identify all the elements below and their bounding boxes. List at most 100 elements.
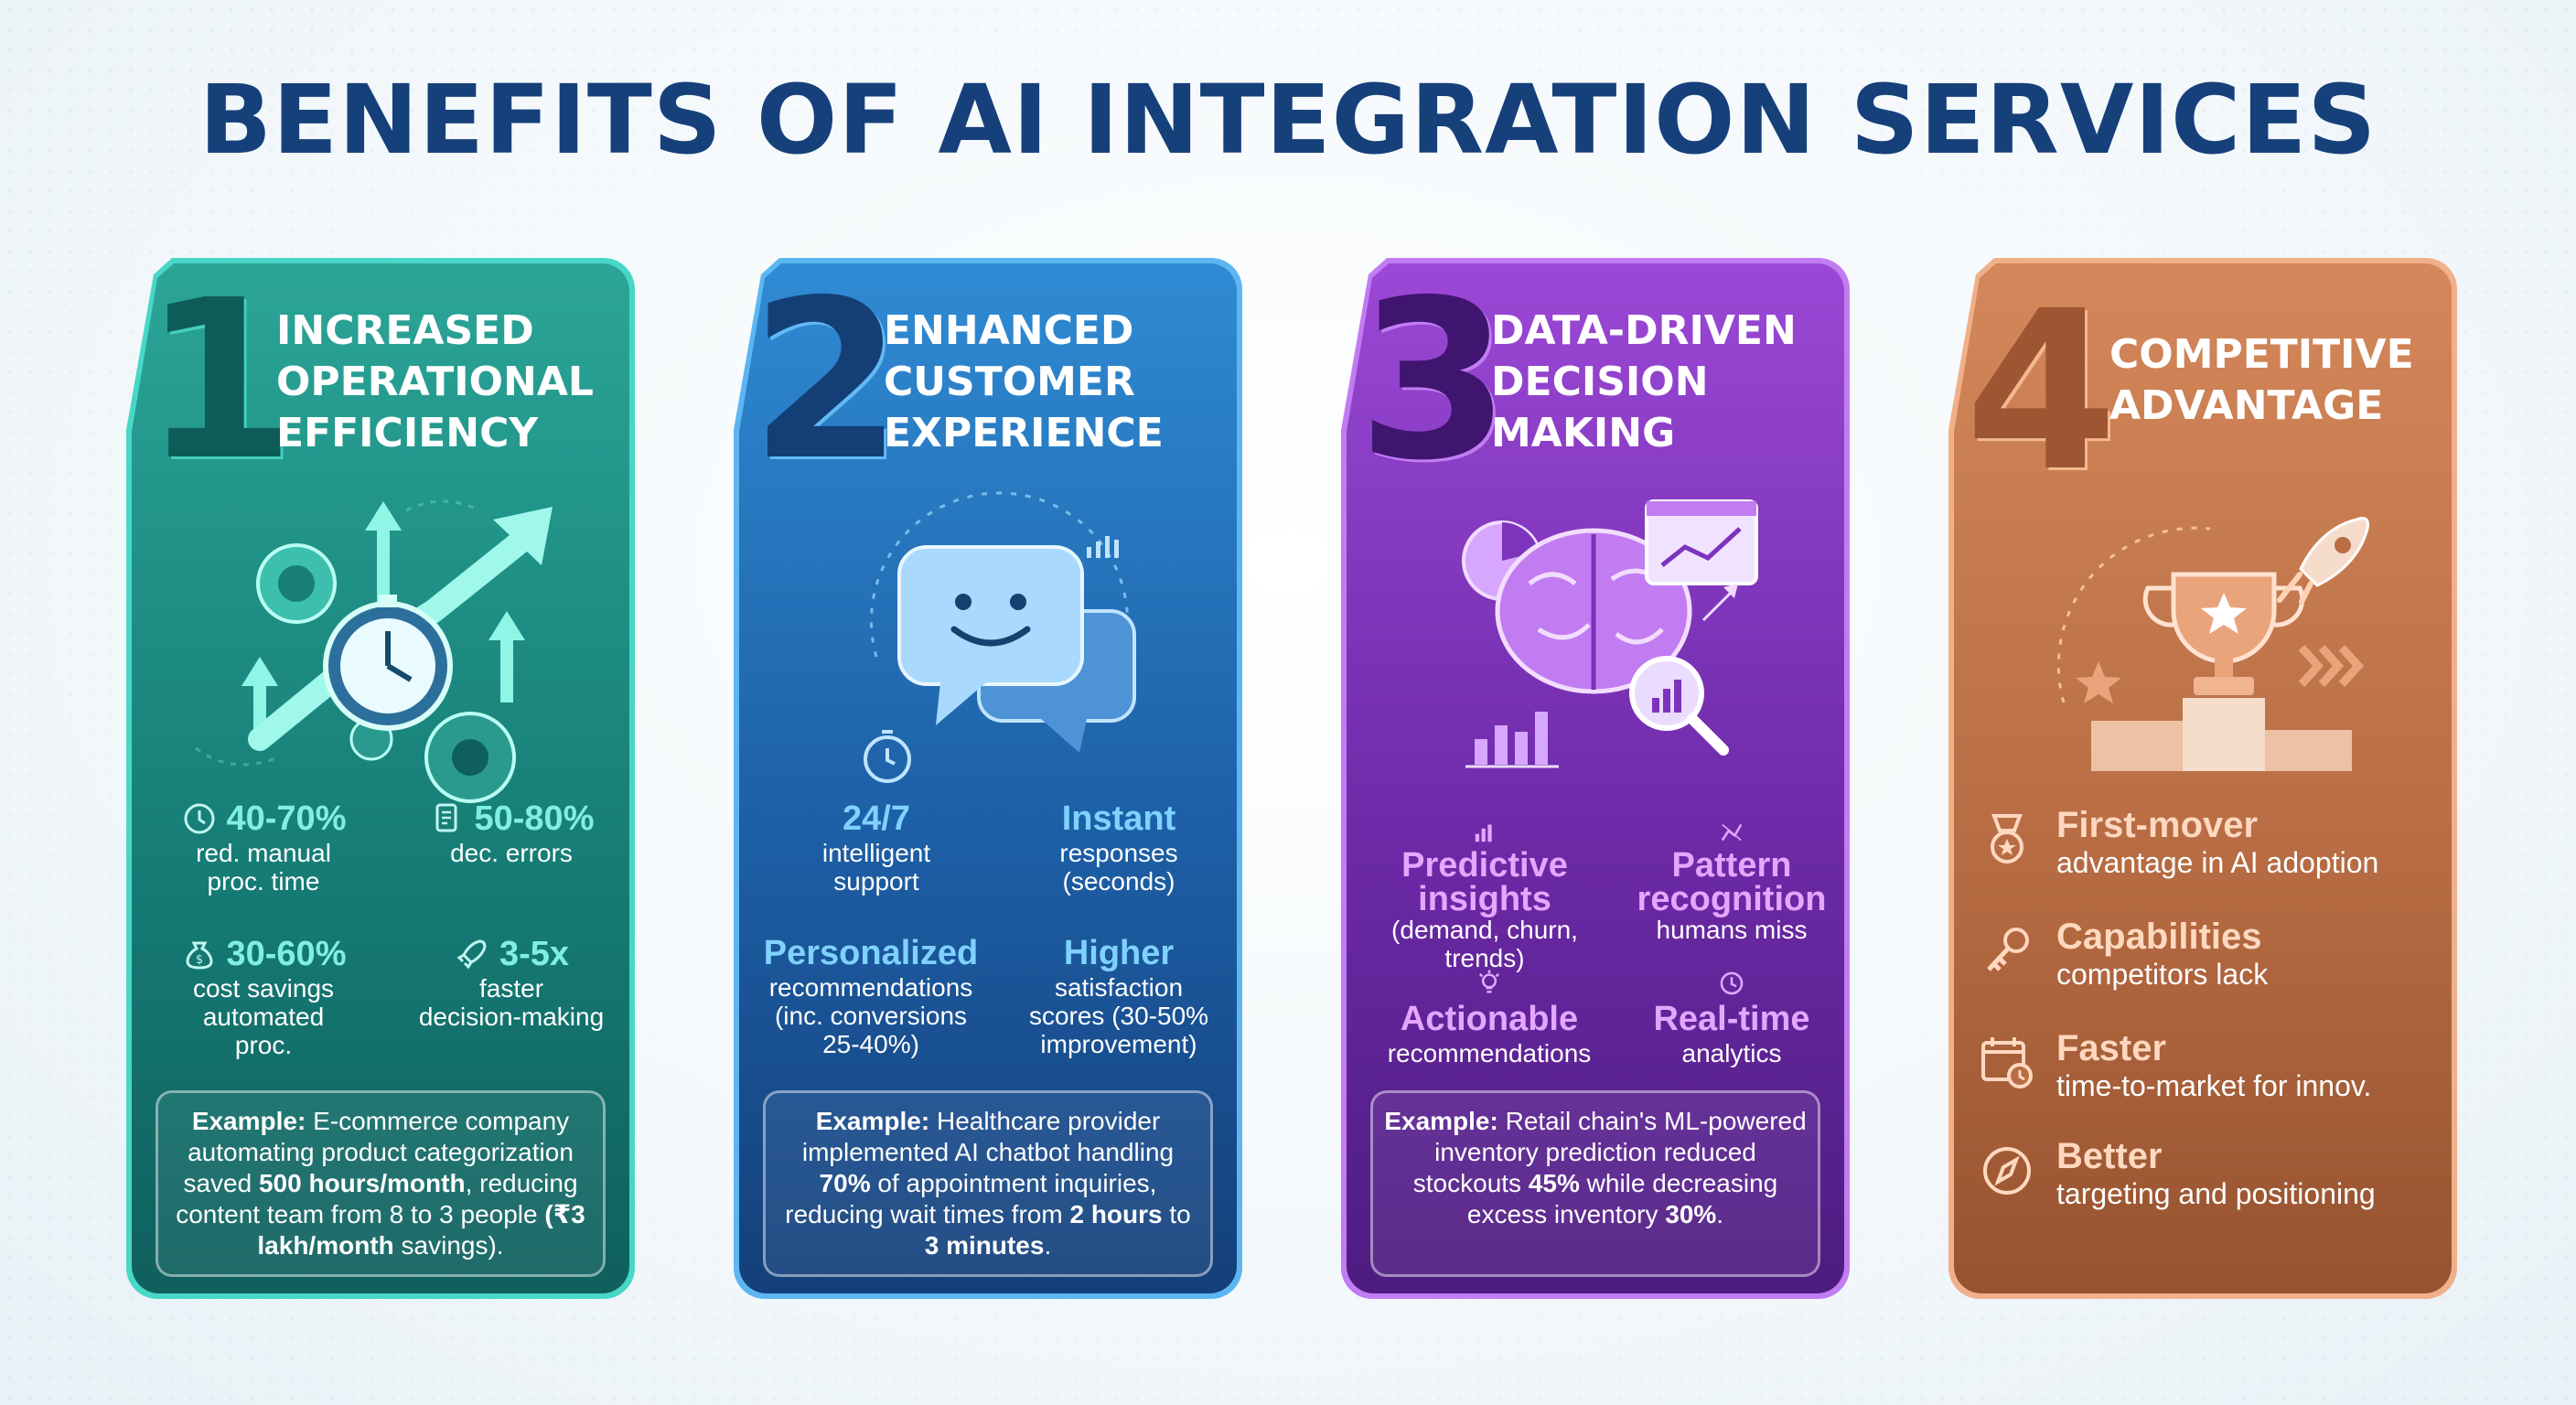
advantage-item-first-mover: First-mover advantage in AI adoption [1978,805,2442,880]
metric-value: Pattern [1671,846,1792,885]
bar-chart-icon [1465,712,1559,768]
metric-caption: proc. [234,1031,293,1059]
metric-predictive-insights: Predictive insights (demand, churn, tren… [1352,817,1617,972]
metric-caption: 25-40%) [822,1030,919,1058]
metric-caption: (seconds) [1062,867,1175,896]
metric-value: 50-80% [474,799,595,838]
advantage-heading: First-mover [2056,805,2259,845]
example-highlight: (₹3 lakh/month [257,1200,585,1260]
example-highlight: 500 hours/month [258,1169,466,1197]
example-highlight: 45% [1528,1169,1580,1197]
trophy-rocket-illustration [2056,516,2369,771]
metric-caption: red. manual [196,839,331,867]
chevrons-icon [2298,644,2365,688]
advantage-heading: Capabilities [2056,917,2262,957]
card-title-line: INCREASED [276,307,534,354]
example-label: Example: [191,1107,306,1135]
card-title-line: ENHANCED [884,307,1134,354]
podium-icon [2091,698,2352,771]
metric-pattern-recognition: Pattern recognition humans miss [1617,817,1844,944]
metric-value: Predictive [1401,846,1568,885]
advantage-item-faster: Faster time-to-market for innov. [1978,1028,2442,1103]
calendar-clock-icon [1981,1037,2033,1089]
advantage-heading: Faster [2056,1028,2167,1068]
example-text: . [1716,1200,1724,1228]
trophy-icon [2142,572,2305,695]
metric-value: Personalized [763,934,979,972]
card-inner: 1 INCREASED OPERATIONAL EFFICIENCY [132,263,629,1293]
advantage-caption: time-to-market for innov. [2056,1069,2372,1102]
stopwatch-icon [864,730,911,783]
metric-caption: cost savings [192,974,335,1003]
metric-caption: humans miss [1656,916,1808,944]
star-icon [2076,661,2121,703]
example-highlight: 30% [1665,1200,1717,1228]
gear-icon [256,543,337,624]
metric-value: 3-5x [499,935,570,973]
card-competitive-advantage: 4 COMPETITIVE ADVANTAGE [1948,258,2457,1299]
card-number: 2 [750,258,903,509]
metric-value: Real-time [1653,1000,1810,1038]
example-text: Healthcare provider implemented AI chatb… [801,1107,1175,1166]
upward-arrow-icon [242,501,525,748]
metric-value: 40-70% [226,799,347,838]
money-bag-icon: $ [185,941,213,970]
card-number: 1 [143,258,295,509]
magnifier-icon [1629,656,1729,756]
advantage-text: First-mover advantage in AI adoption [2056,805,2378,880]
example-text: , reducing content team from 8 to 3 peop… [176,1169,578,1228]
metric-caption: support [833,867,919,896]
card-title-line: DATA-DRIVEN [1491,307,1797,354]
metric-higher-satisfaction: Higher satisfaction scores (30-50% impro… [1004,933,1233,1058]
metric-caption: scores (30-50% [1028,1002,1209,1030]
metric-caption: recommendations [1387,1039,1592,1067]
card-title-line: CUSTOMER [884,359,1135,405]
example-label: Example: [1384,1107,1498,1135]
page-title: BENEFITS OF AI INTEGRATION SERVICES [199,64,2377,176]
metric-faster-decisions: 3-5x faster decision-making [388,934,629,1031]
metric-real-time-analytics: Real-time analytics [1626,968,1837,1067]
chat-bubbles-illustration [864,491,1136,783]
card-title: DATA-DRIVEN DECISION MAKING [1491,306,1835,459]
metric-caption: (demand, churn, trends) [1391,916,1578,972]
metric-errors: 50-80% dec. errors [397,799,626,867]
metric-caption: analytics [1681,1039,1782,1067]
example-highlight: 70% [819,1169,871,1197]
metric-cost-savings: $30-60% cost savings automated proc. [145,934,382,1059]
card-inner: 3 DATA-DRIVEN DECISION MAKING [1347,263,1844,1293]
document-check-icon [435,803,456,832]
lightbulb-icon [1478,970,1500,993]
metric-caption: intelligent [821,839,931,867]
card-title-line: OPERATIONAL [276,359,594,405]
example-text: while decreasing excess inventory [1466,1169,1778,1228]
clock-icon [1720,971,1744,995]
svg-text:$: $ [195,953,202,967]
example-text: . [1044,1231,1052,1260]
card-title-line: ADVANTAGE [2109,382,2384,429]
rocket-icon [456,939,487,970]
metric-instant-responses: Instant responses (seconds) [1014,799,1224,896]
card-operational-efficiency: 1 INCREASED OPERATIONAL EFFICIENCY [126,258,635,1299]
example-highlight: 3 minutes [924,1231,1045,1260]
advantage-caption: targeting and positioning [2056,1177,2376,1210]
bar-chart-icon [1475,824,1492,842]
metric-caption: improvement) [1040,1030,1197,1058]
gear-icon [424,712,516,803]
metric-caption: satisfaction [1054,973,1184,1002]
metric-caption: (inc. conversions [774,1002,968,1030]
compass-icon [1983,1147,2031,1195]
card-data-driven-decisions: 3 DATA-DRIVEN DECISION MAKING [1341,258,1850,1299]
card-title-line: DECISION [1491,359,1709,405]
card-title-line: MAKING [1491,410,1676,456]
metric-manual-time: 40-70% red. manual proc. time [145,799,382,896]
key-icon [1987,928,2029,971]
example-text: savings). [393,1231,504,1260]
metric-personalized: Personalized recommendations (inc. conve… [745,933,997,1058]
advantage-caption: advantage in AI adoption [2056,846,2379,879]
signal-bars-icon [1087,536,1119,558]
advantage-item-capabilities: Capabilities competitors lack [1978,917,2442,992]
advantage-caption: competitors lack [2056,958,2269,991]
example-text: to [1162,1200,1191,1228]
metric-caption: faster [478,974,544,1003]
pattern-icon [1721,823,1743,842]
